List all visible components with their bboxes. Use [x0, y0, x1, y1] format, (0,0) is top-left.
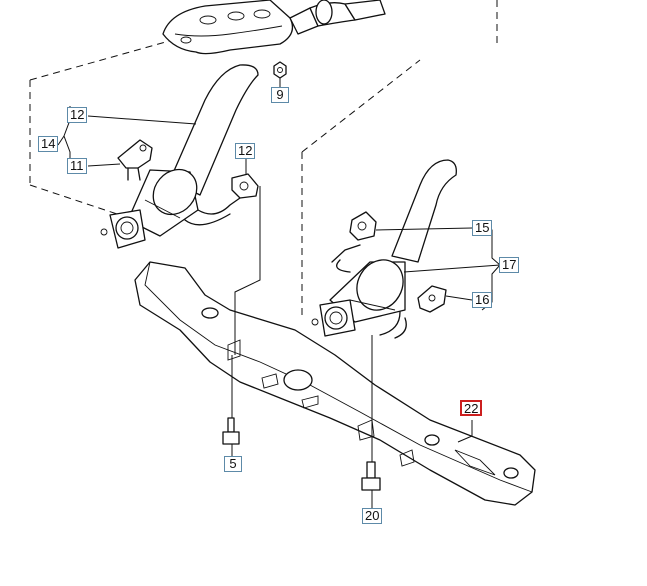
group-outline-right — [301, 59, 421, 315]
callout-15[interactable]: 15 — [472, 220, 493, 236]
rubber-mount-12 — [231, 173, 259, 199]
bolt-5 — [222, 417, 240, 445]
callout-11[interactable]: 11 — [67, 158, 87, 174]
bracket-11 — [117, 139, 153, 181]
exhaust-manifold — [162, 0, 386, 55]
rubber-mount-15 — [349, 211, 377, 241]
nut-9 — [273, 61, 287, 86]
callout-14[interactable]: 14 — [38, 136, 59, 152]
bracket-16 — [417, 285, 447, 313]
catalytic-converter-upper — [100, 64, 259, 249]
callout-12-upper[interactable]: 12 — [67, 107, 88, 123]
callout-12-mount[interactable]: 12 — [235, 143, 256, 159]
callout-5[interactable]: 5 — [224, 456, 242, 472]
callout-16[interactable]: 16 — [472, 292, 493, 308]
callout-9[interactable]: 9 — [271, 87, 289, 103]
callout-17[interactable]: 17 — [499, 257, 520, 273]
callout-22-highlighted[interactable]: 22 — [460, 400, 483, 416]
catalytic-converter-lower — [311, 159, 457, 339]
bolt-20 — [361, 461, 381, 491]
callout-20[interactable]: 20 — [362, 508, 383, 524]
